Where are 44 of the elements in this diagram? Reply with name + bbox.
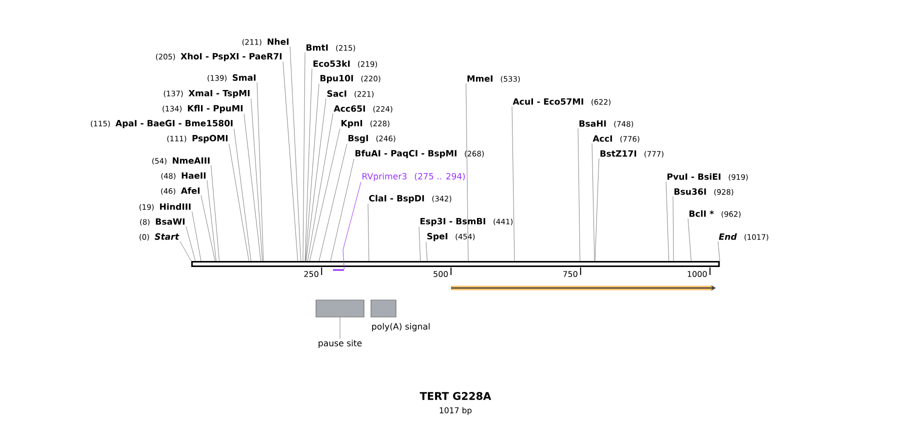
caption: 1017 bp — [440, 407, 472, 415]
leader-line — [256, 82, 264, 262]
leader-line — [666, 181, 670, 262]
leader-line — [592, 143, 595, 262]
feature-box — [370, 300, 396, 318]
feature-box — [316, 300, 364, 318]
leader-line — [718, 241, 720, 262]
leader-line — [368, 204, 370, 262]
leader-line — [302, 52, 306, 262]
primer-binding-mark — [333, 269, 344, 271]
leader-line — [290, 46, 302, 262]
leader-line — [426, 242, 428, 262]
leader-line — [578, 128, 580, 262]
leader-line — [594, 158, 600, 262]
leader-line — [688, 218, 692, 262]
feature-label: poly(A) signal — [372, 323, 430, 332]
leader-line — [512, 106, 515, 262]
sequence-backbone — [191, 260, 720, 268]
feature-label: pause site — [318, 340, 362, 348]
leader-line — [210, 165, 220, 262]
leader-line — [418, 226, 421, 262]
leader-line — [309, 128, 340, 262]
title: TERT G228A — [420, 392, 492, 400]
leader-line — [330, 158, 354, 262]
leader-line — [305, 84, 320, 262]
leader-line — [228, 144, 250, 262]
leader-line — [342, 182, 362, 270]
leader-line — [306, 98, 326, 262]
leader-line — [206, 180, 216, 262]
leader-line — [200, 195, 216, 262]
leader-line — [318, 144, 348, 262]
leader-line — [307, 113, 334, 262]
leader-line — [192, 211, 202, 262]
leader-line — [186, 226, 196, 262]
primer-label: RVprimer3 (275 .. 294) — [362, 172, 465, 182]
leader-line — [250, 98, 263, 262]
leader-line — [672, 196, 674, 262]
leader-line — [466, 83, 468, 262]
scale-label: 250 — [304, 270, 318, 278]
leader-line — [304, 68, 312, 262]
leader-line — [244, 114, 262, 262]
leader-line — [234, 128, 252, 262]
leader-line — [282, 62, 298, 262]
leader-line — [180, 241, 192, 262]
